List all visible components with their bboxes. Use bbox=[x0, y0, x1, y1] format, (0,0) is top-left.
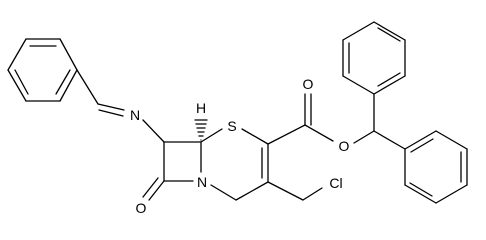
bond bbox=[7, 69, 27, 102]
bond bbox=[142, 119, 165, 143]
bond bbox=[410, 138, 434, 153]
bond bbox=[142, 177, 159, 198]
hashed-wedge-bond bbox=[194, 119, 208, 141]
atom-label-chlorine: Cl bbox=[329, 175, 342, 191]
bond bbox=[7, 38, 27, 71]
bond bbox=[148, 180, 165, 201]
bond bbox=[377, 27, 401, 42]
bond bbox=[404, 184, 437, 204]
bond bbox=[373, 75, 406, 95]
bond bbox=[373, 130, 406, 150]
bond bbox=[409, 182, 433, 197]
bond bbox=[377, 72, 401, 87]
atom-label-ring-nitrogen: N bbox=[197, 174, 207, 190]
bond bbox=[302, 187, 323, 201]
bond bbox=[435, 184, 468, 204]
bond bbox=[97, 103, 125, 111]
atom-label-imine-nitrogen: N bbox=[130, 107, 140, 123]
bond bbox=[59, 69, 78, 102]
atom-label-carbonyl-oxygen: O bbox=[303, 76, 314, 92]
atom-label-ketone-oxygen: O bbox=[136, 200, 147, 216]
bond bbox=[14, 69, 29, 95]
atom-labels: N H S N O O O Cl bbox=[130, 76, 350, 216]
bonds bbox=[7, 21, 468, 204]
bond bbox=[59, 38, 78, 71]
bond bbox=[435, 130, 468, 150]
bond bbox=[241, 128, 269, 145]
molecule-structure: N H S N O O O Cl bbox=[7, 21, 468, 216]
bond bbox=[210, 184, 237, 201]
bond bbox=[235, 181, 269, 201]
structure-canvas: N H S N O O O Cl bbox=[7, 21, 468, 216]
bond bbox=[98, 109, 124, 117]
bond bbox=[342, 21, 375, 41]
bond bbox=[267, 181, 304, 201]
bond bbox=[353, 130, 375, 144]
atom-label-hydrogen: H bbox=[196, 100, 206, 116]
bond bbox=[267, 124, 306, 145]
bond bbox=[342, 75, 375, 95]
bond bbox=[76, 69, 99, 105]
bond bbox=[200, 128, 223, 143]
atom-label-sulfur: S bbox=[227, 118, 236, 134]
bond bbox=[55, 69, 71, 95]
bond bbox=[404, 130, 437, 150]
atom-label-ester-oxygen: O bbox=[339, 138, 350, 154]
bond bbox=[373, 21, 406, 41]
bond bbox=[304, 124, 334, 142]
